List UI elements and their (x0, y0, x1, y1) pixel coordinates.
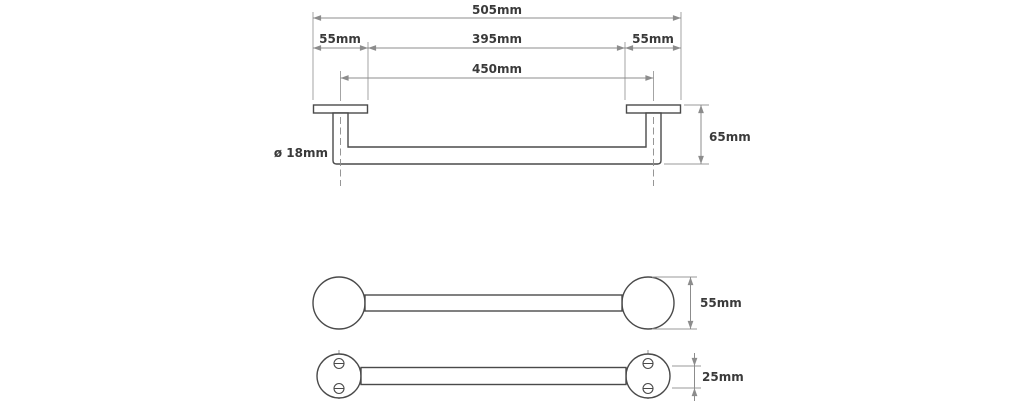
rail-bar-and-posts (332, 112, 662, 165)
dim-label-depth: 25mm (702, 370, 744, 384)
dim-label-bar-diameter: ø 18mm (274, 146, 328, 160)
towel-rail-side-profile (312, 104, 682, 186)
dim-label-total-width: 505mm (472, 3, 522, 17)
dim-label-flange-diameter: 55mm (700, 296, 742, 310)
left-wall-flange-front (312, 276, 366, 330)
dim-label-left-flange-width: 55mm (319, 32, 361, 46)
extension-lines (312, 12, 709, 165)
dim-label-inner-span: 395mm (472, 32, 522, 46)
mounting-screws (333, 357, 654, 395)
right-wall-flange-front (621, 276, 675, 330)
flange-diameter-dimension (652, 276, 697, 330)
rail-bar-plan (360, 366, 627, 386)
dim-label-right-flange-width: 55mm (632, 32, 674, 46)
dimension-lines (313, 15, 704, 164)
right-wall-flange-side (625, 104, 682, 114)
front-view: 55mm (312, 276, 742, 330)
left-wall-flange-side (312, 104, 369, 114)
depth-dimension (672, 353, 701, 401)
plan-view: 25mm (316, 350, 744, 402)
dim-label-drop-height: 65mm (709, 130, 751, 144)
dim-label-post-center-span: 450mm (472, 62, 522, 76)
rail-bar-front (364, 294, 623, 312)
side-elevation-view: 505mm 55mm 395mm 55mm 450mm ø 18mm 65mm (274, 3, 751, 186)
